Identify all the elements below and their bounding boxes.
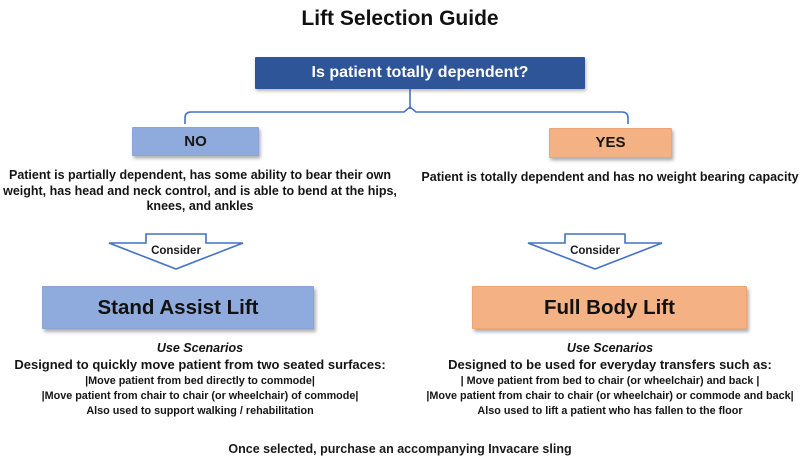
yes-branch-description: Patient is totally dependent and has no … xyxy=(421,170,799,184)
scenario-line: |Move patient from chair to chair (or wh… xyxy=(426,390,794,402)
use-scenarios-title-right: Use Scenarios xyxy=(566,341,654,355)
full-body-use-scenarios: Use Scenarios Designed to be used for ev… xyxy=(405,341,800,419)
yes-answer-box: YES xyxy=(549,128,672,158)
no-branch-description: Patient is partially dependent, has some… xyxy=(3,168,397,213)
question-box: Is patient totally dependent? xyxy=(255,57,585,89)
scenario-line: |Move patient from chair to chair (or wh… xyxy=(41,390,359,402)
consider-label-right: Consider xyxy=(570,245,620,257)
no-answer-box: NO xyxy=(132,127,259,156)
stand-assist-lift-box: Stand Assist Lift xyxy=(42,286,314,329)
branch-connector-icon xyxy=(184,89,629,124)
consider-arrow-right-icon: Consider xyxy=(527,233,663,270)
page-title: Lift Selection Guide xyxy=(301,7,499,30)
scenario-line: |Move patient from bed directly to commo… xyxy=(85,375,315,387)
footer-note: Once selected, purchase an accompanying … xyxy=(228,442,572,456)
scenario-line: Also used to lift a patient who has fall… xyxy=(477,405,743,417)
consider-arrow-left-icon: Consider xyxy=(108,233,244,270)
scenario-line: | Move patient from bed to chair (or whe… xyxy=(460,375,760,387)
use-scenarios-title-left: Use Scenarios xyxy=(156,341,244,355)
scenarios-heading-left: Designed to quickly move patient from tw… xyxy=(14,357,386,372)
scenarios-heading-right: Designed to be used for everyday transfe… xyxy=(448,357,772,372)
full-body-lift-box: Full Body Lift xyxy=(472,286,747,329)
scenario-line: Also used to support walking / rehabilit… xyxy=(86,405,314,417)
consider-label-left: Consider xyxy=(151,245,201,257)
stand-assist-use-scenarios: Use Scenarios Designed to quickly move p… xyxy=(0,341,405,419)
